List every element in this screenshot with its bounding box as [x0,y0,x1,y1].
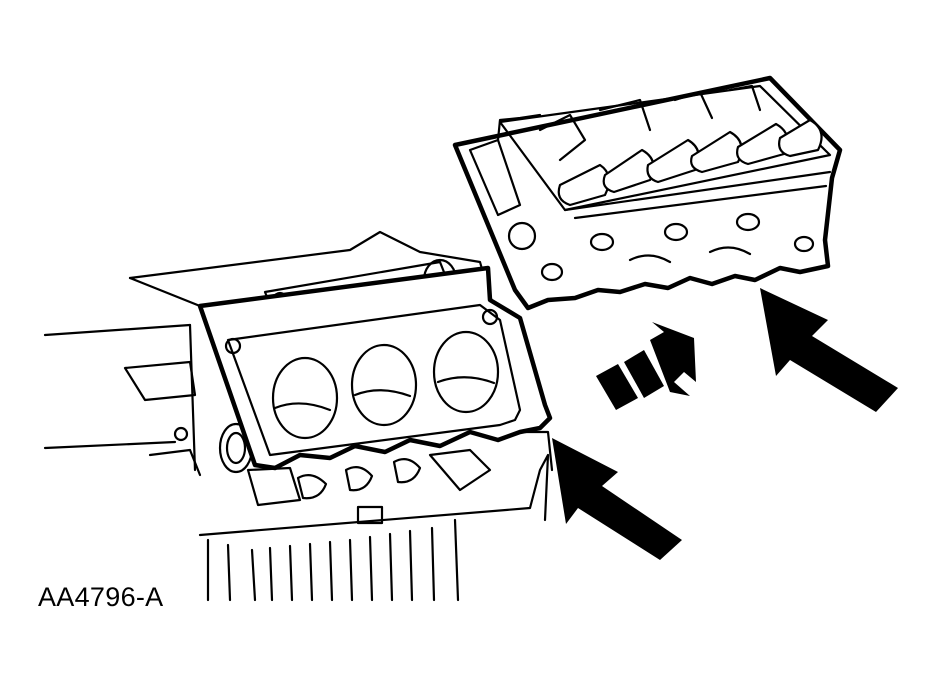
arrow-block-icon [552,438,682,560]
engine-block [43,230,554,602]
rocker-arms [538,84,823,207]
direction-arrows [552,288,898,560]
movement-arrow-icon [650,322,696,396]
cylinder-head [452,75,843,311]
dash-2 [624,350,664,398]
figure-code: AA4796-A [38,582,164,612]
arrow-head-icon [760,288,898,412]
dash-1 [596,364,638,410]
